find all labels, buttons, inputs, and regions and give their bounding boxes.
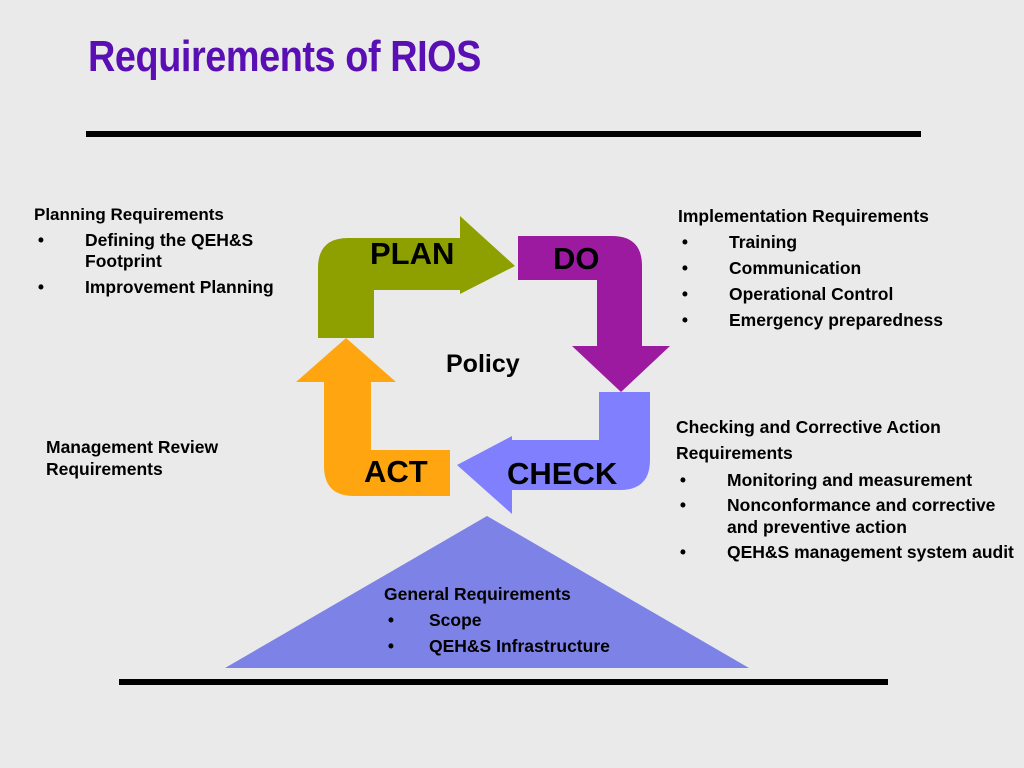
bullet: • [681,232,689,252]
list-item: • Emergency preparedness [678,310,1008,331]
general-list: • Scope • QEH&S Infrastructure [384,609,684,657]
plan-arrow [318,216,515,338]
list-item: • Training [678,232,1008,253]
list-item-text: Scope [429,610,482,630]
general-requirements-triangle [225,516,749,668]
list-item-text: Improvement Planning [85,277,274,297]
bullet: • [387,636,395,656]
list-item: • Monitoring and measurement [676,469,1016,491]
list-item: • QEH&S management system audit [676,541,1016,563]
check-label: CHECK [507,456,618,491]
act-arrow [296,338,450,496]
list-item: • QEH&S Infrastructure [384,635,684,657]
policy-label: Policy [446,350,520,378]
implementation-list: • Training • Communication • Operational Co… [678,232,1008,331]
list-item: • Improvement Planning [34,277,324,298]
planning-requirements: Planning Requirements • Defining the QEH&… [34,204,324,298]
list-item-text: Operational Control [729,284,894,304]
list-item: • Operational Control [678,284,1008,305]
management-review-requirements: Management Review Requirements [46,436,276,480]
planning-list: • Defining the QEH&S Footprint • Improveme… [34,230,324,298]
list-item-text: Communication [729,258,862,278]
list-item-text: Training [729,232,798,252]
list-item-text: Emergency preparedness [729,310,943,330]
list-item-text: Nonconformance and corrective and preven… [727,495,996,537]
check-arrow [457,392,650,514]
bullet: • [387,610,395,630]
plan-label: PLAN [370,236,455,271]
bullet: • [37,230,45,250]
checking-heading: Checking and Corrective Action Requireme… [676,417,941,463]
page-title: Requirements of RIOS [88,32,481,81]
bullet: • [681,284,689,304]
implementation-heading: Implementation Requirements [678,206,929,226]
list-item: • Defining the QEH&S Footprint [34,230,324,272]
bottom-divider [119,679,888,685]
bullet: • [679,470,687,490]
top-divider [86,131,921,137]
list-item-text: Monitoring and measurement [727,470,973,490]
do-label: DO [553,241,600,276]
general-heading: General Requirements [384,584,571,604]
general-requirements: General Requirements • Scope • QEH&S Infra… [384,583,684,657]
planning-heading: Planning Requirements [34,205,224,224]
list-item-text: QEH&S management system audit [727,542,1014,562]
list-item: • Scope [384,609,684,631]
implementation-requirements: Implementation Requirements • Training • C… [678,206,1008,331]
list-item-text: Defining the QEH&S Footprint [85,230,254,271]
management-review-heading: Management Review Requirements [46,437,219,479]
do-arrow [518,236,670,392]
checking-list: • Monitoring and measurement • Nonconforma… [676,469,1016,563]
list-item: • Nonconformance and corrective and preve… [676,494,1016,538]
list-item-text: QEH&S Infrastructure [429,636,610,656]
act-label: ACT [364,454,428,489]
bullet: • [681,258,689,278]
bullet: • [679,542,687,562]
bullet: • [37,277,45,297]
checking-requirements: Checking and Corrective Action Requireme… [676,414,1016,563]
bullet: • [681,310,689,330]
list-item: • Communication [678,258,1008,279]
bullet: • [679,495,687,515]
